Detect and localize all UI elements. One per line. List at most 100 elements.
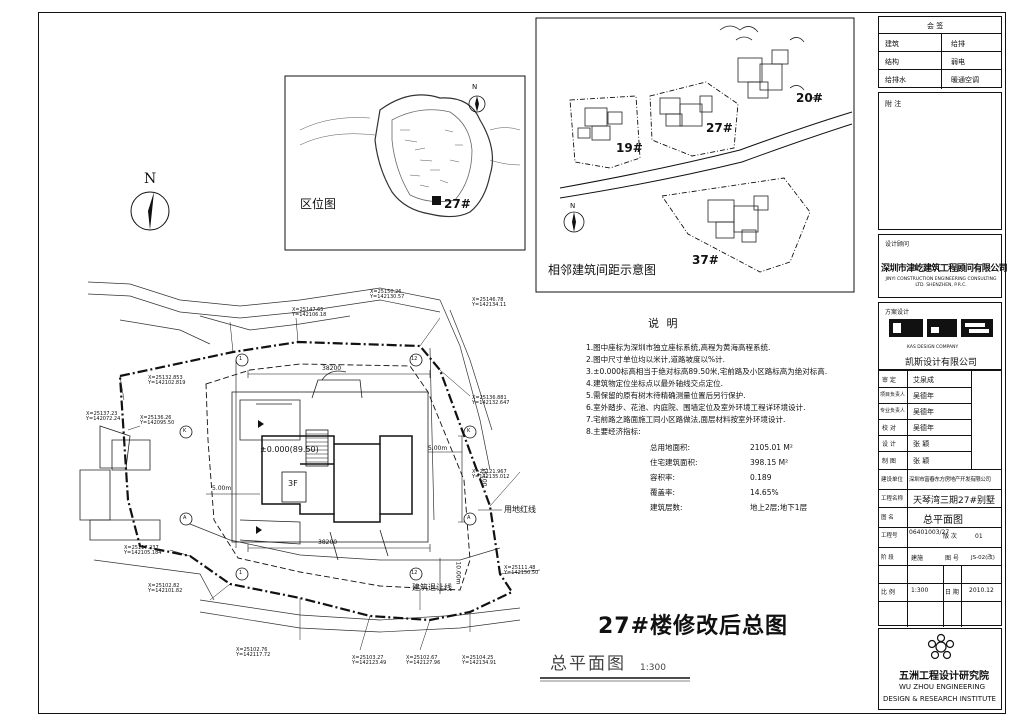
note-item: 7.宅前路之路面施工同小区路做法,面层材料按室外环境设计. (586, 415, 786, 424)
drawing-name: 总平面图 (923, 515, 963, 526)
lot-19 (569, 95, 641, 169)
coord-label: X=25136.881 Y=142132.647 (472, 395, 510, 406)
grid-1-bottom: 1 (239, 570, 243, 576)
note-item: 8.主要经济指标: (586, 427, 641, 436)
scheme-design-box: 方案设计 KAS DESIGN COMPANY 凯斯设计有限公司 (878, 302, 1002, 370)
notes-heading: 说 明 (648, 317, 680, 330)
lot-27 (649, 81, 739, 157)
neighbor-19-label: 19# (616, 141, 643, 155)
countersign-cell: 结构 (885, 58, 899, 66)
coord-label: X=25102.82 Y=142101.82 (148, 583, 183, 594)
institute-box: 五洲工程设计研究院 WU ZHOU ENGINEERING DESIGN & R… (878, 628, 1002, 710)
note-item: 2.图中尺寸单位均以米计,道路坡度以%计. (586, 355, 726, 364)
notes-box: 附 注 (878, 92, 1002, 230)
location-map-label: 区位图 (300, 197, 337, 211)
staff-name: 张 颖 (913, 440, 930, 448)
setback-label: 建筑退让线 (412, 583, 452, 592)
indicator-label: 住宅建筑面积: (650, 458, 698, 467)
sheet-no-value: JS-02(改) (971, 555, 995, 561)
project-info-box: 审 定 艾泉成 项目负责人 吴德年 专业负责人 吴德年 校 对 吴德年 设 计 … (878, 370, 1002, 627)
client-label: 建设单位 (881, 477, 904, 483)
note-item: 5.需保留的原有树木待精确测量位置后另行保护. (586, 391, 746, 400)
scale-label: 比 例 (881, 589, 895, 596)
plan-scale: 1:300 (640, 663, 666, 673)
version-value: 01 (975, 533, 983, 540)
consultant-english: JINYI CONSTRUCTION ENGINEERING CONSULTIN… (885, 277, 997, 289)
scale-value: 1:300 (911, 587, 929, 594)
countersign-cell: 建筑 (885, 40, 899, 48)
staff-role: 项目负责人 (880, 392, 906, 398)
staff-name: 吴德年 (913, 408, 934, 416)
dim-setback-left: 5.00m (212, 485, 232, 492)
staff-name: 张 颖 (913, 457, 930, 465)
coord-label: X=25102.67 Y=142127.96 (406, 655, 441, 666)
note-item: 1.图中座标为深圳市独立座标系统,高程为黄海高程系统. (586, 343, 771, 352)
coord-label: X=25111.48 Y=142150.50 (504, 565, 539, 576)
version-label: 版 次 (943, 533, 957, 540)
location-building-label: 27# (444, 197, 471, 211)
neighbor-27-label: 27# (706, 121, 733, 135)
grid-12-top: 12 (411, 356, 418, 362)
coord-label: X=25117.237 Y=142105.184 (124, 545, 162, 556)
project-label: 工程名称 (881, 496, 904, 502)
countersign-cell: 给排 (951, 40, 965, 48)
staff-name: 艾泉成 (913, 376, 934, 384)
main-title: 27#楼修改后总图 (598, 614, 789, 639)
institute-cn: 五洲工程设计研究院 (899, 671, 989, 682)
institute-en-2: DESIGN & RESEARCH INSTITUTE (883, 695, 996, 703)
coord-label: X=25121.967 Y=142135.012 (472, 469, 510, 480)
coord-label: X=25104.25 Y=142134.91 (462, 655, 497, 666)
title-block-notes-label: 附 注 (885, 100, 902, 108)
staff-role: 制 图 (882, 458, 896, 465)
drawing-label: 图 名 (881, 515, 894, 521)
note-item: 6.室外踏步、花池、内庭院、围墙定位及室外环境工程详环境设计. (586, 403, 806, 412)
drawing-sheet-border (38, 12, 1006, 714)
grid-12-bottom: 12 (411, 570, 418, 576)
staff-role: 设 计 (882, 441, 896, 448)
coord-label: X=25150.26 Y=142130.57 (370, 289, 405, 300)
coord-label: X=25132.853 Y=142102.819 (148, 375, 186, 386)
staff-role: 校 对 (882, 425, 896, 432)
project-no: 06401003/27 (909, 529, 950, 536)
staff-name: 吴德年 (913, 424, 934, 432)
consultant-label: 设计顾问 (885, 241, 910, 248)
redline-label: 用地红线 (504, 505, 536, 514)
dim-setback-right: 5.00m (428, 445, 448, 452)
neighbor-37-label: 37# (692, 253, 719, 267)
project-name: 天琴湾三期27#别墅 (913, 496, 995, 506)
kas-english: KAS DESIGN COMPANY (907, 345, 959, 350)
location-island-outline (374, 94, 493, 218)
date-label: 日 期 (945, 589, 959, 596)
institute-logo (927, 633, 955, 660)
coord-label: X=25137.23 Y=142072.24 (86, 411, 121, 422)
staff-role: 审 定 (882, 377, 896, 384)
date-value: 2010.12 (969, 587, 994, 594)
indicator-value: 地上2层;地下1层 (750, 503, 808, 512)
kas-chinese: 凯斯设计有限公司 (905, 358, 978, 368)
floors-label: 3F (288, 479, 298, 488)
indicator-label: 建筑层数: (650, 503, 683, 512)
grid-a-right: A (467, 515, 471, 521)
location-north-label: N (472, 83, 478, 91)
staff-role: 专业负责人 (880, 408, 906, 414)
neighbor-road (559, 111, 853, 189)
staff-name: 吴德年 (913, 392, 934, 400)
countersign-cell: 弱电 (951, 58, 965, 66)
plan-title: 总平面图 (550, 654, 626, 674)
setback-line (205, 363, 471, 591)
kas-logo (889, 319, 993, 337)
grid-k-right: K (467, 428, 471, 434)
consultant-name: 深圳市津屹建筑工程顾问有限公司 (881, 264, 1008, 274)
indicator-label: 容积率: (650, 473, 676, 482)
grid-1-top: 1 (239, 356, 243, 362)
title-block: 会 签 建筑 给排 结构 弱电 给排水 暖通空调 附 注 设计顾问 深圳市津屹建… (878, 16, 1008, 710)
indicator-value: 14.65% (750, 488, 779, 497)
dim-top: 38200 (322, 365, 342, 372)
scheme-label: 方案设计 (885, 309, 910, 316)
coord-label: X=25102.76 Y=142117.72 (236, 647, 271, 658)
coord-label: X=25147.65 Y=142106.18 (292, 307, 327, 318)
project-no-label: 工程号 (881, 533, 898, 539)
grid-a-left: A (183, 515, 187, 521)
indicator-value: 2105.01 M² (750, 443, 793, 452)
